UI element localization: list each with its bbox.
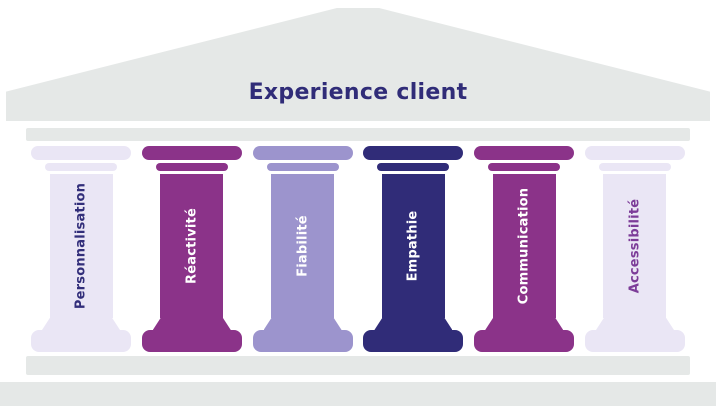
- pillar-base-flare: [263, 318, 342, 330]
- pillar-capital-abacus: [252, 146, 353, 160]
- pillar-base-flare: [374, 318, 453, 330]
- pillar-capital-echinus: [155, 163, 228, 171]
- pillar-communication: Communication: [474, 146, 575, 352]
- diagram-title: Experience client: [248, 80, 468, 105]
- pillar-base-flare: [152, 318, 231, 330]
- pillar-base-plinth: [141, 330, 242, 352]
- pillar-shaft: Empathie: [381, 174, 445, 318]
- pillar-capital-echinus: [488, 163, 561, 171]
- pillars-row: Personnalisation Réactivité Fiabilité: [31, 146, 685, 352]
- pillar-shaft: Personnalisation: [49, 174, 113, 318]
- pillar-base-plinth: [31, 330, 131, 352]
- pillar-shaft: Accessibilité: [603, 174, 667, 318]
- pillar-shaft: Réactivité: [160, 174, 224, 318]
- stylobate-step-lower: [0, 382, 716, 406]
- pillar-label: Accessibilité: [627, 198, 643, 294]
- pillar-label: Fiabilité: [295, 215, 311, 277]
- pillar-capital-echinus: [598, 163, 671, 171]
- pillar-empathie: Empathie: [363, 146, 464, 352]
- pillar-base-plinth: [252, 330, 353, 352]
- pillar-capital-echinus: [45, 163, 117, 171]
- pillar-base-plinth: [474, 330, 575, 352]
- pillar-personnalisation: Personnalisation: [31, 146, 131, 352]
- pillar-base-plinth: [363, 330, 464, 352]
- pillar-shaft: Fiabilité: [271, 174, 335, 318]
- pillar-accessibilite: Accessibilité: [584, 146, 685, 352]
- pillar-reactivite: Réactivité: [141, 146, 242, 352]
- pillar-capital-abacus: [474, 146, 575, 160]
- pillar-capital-abacus: [363, 146, 464, 160]
- pillar-label: Réactivité: [184, 208, 200, 284]
- pillar-base-flare: [595, 318, 674, 330]
- pillar-label: Empathie: [405, 210, 421, 282]
- pillar-capital-abacus: [31, 146, 131, 160]
- pillar-capital-echinus: [266, 163, 339, 171]
- pillar-capital-abacus: [584, 146, 685, 160]
- pillar-fiabilite: Fiabilité: [252, 146, 353, 352]
- pillar-base-plinth: [584, 330, 685, 352]
- pillar-label: Personnalisation: [73, 182, 89, 310]
- pillar-label: Communication: [516, 187, 532, 305]
- pillar-capital-echinus: [377, 163, 450, 171]
- pillar-base-flare: [42, 318, 120, 330]
- stylobate-step-upper: [26, 356, 690, 375]
- pillar-capital-abacus: [141, 146, 242, 160]
- pillar-shaft: Communication: [492, 174, 556, 318]
- architrave-beam: [26, 128, 690, 141]
- pillar-base-flare: [485, 318, 564, 330]
